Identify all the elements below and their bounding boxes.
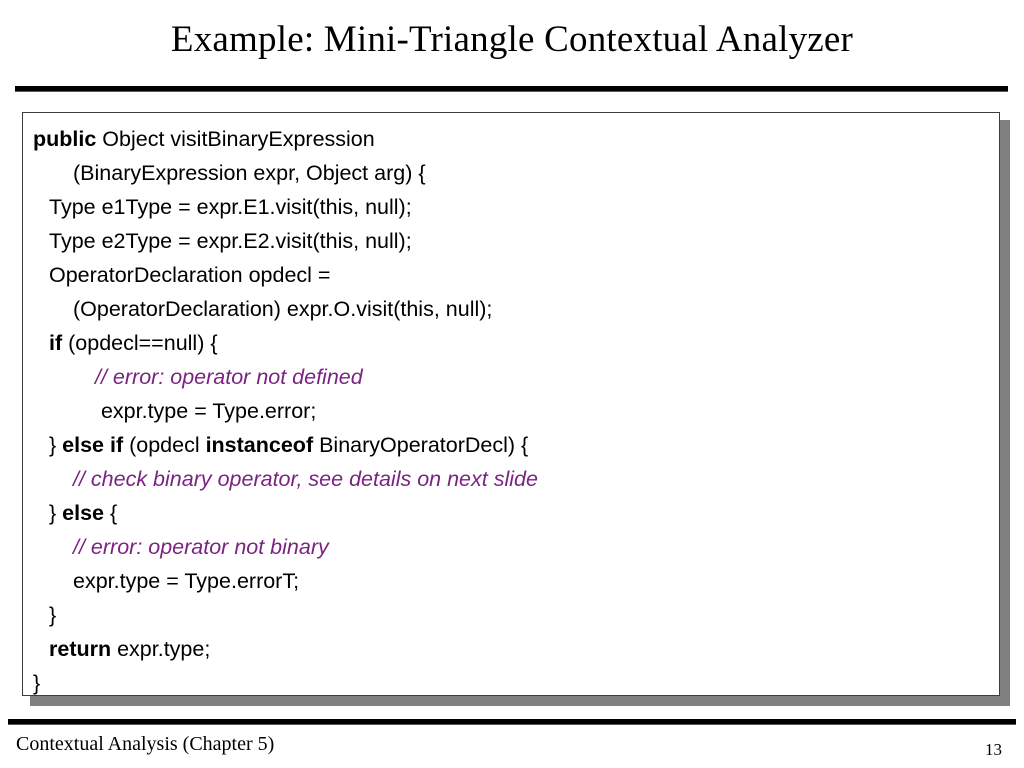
code-token-plain: Object visitBinaryExpression (96, 127, 375, 151)
code-line: Type e2Type = expr.E2.visit(this, null); (33, 224, 993, 258)
code-token-plain: } (49, 433, 63, 457)
code-panel: public Object visitBinaryExpression (Bina… (22, 112, 1000, 696)
code-token-keyword: else (62, 501, 105, 525)
code-line: } (33, 666, 993, 700)
code-token-plain: (BinaryExpression expr, Object arg) { (73, 161, 426, 185)
footer-label: Contextual Analysis (Chapter 5) (16, 733, 275, 755)
code-line: // check binary operator, see details on… (33, 462, 993, 496)
code-line: expr.type = Type.errorT; (33, 564, 993, 598)
code-line: return expr.type; (33, 632, 993, 666)
code-token-comment: // error: operator not defined (95, 365, 363, 389)
code-token-keyword: instanceof (205, 433, 314, 457)
code-token-plain: OperatorDeclaration opdecl = (49, 263, 331, 287)
code-line: expr.type = Type.error; (33, 394, 993, 428)
code-line: OperatorDeclaration opdecl = (33, 258, 993, 292)
code-token-comment: // error: operator not binary (73, 535, 329, 559)
code-token-plain: Type e2Type = expr.E2.visit(this, null); (49, 229, 412, 253)
page-title: Example: Mini-Triangle Contextual Analyz… (170, 19, 854, 60)
code-token-plain: BinaryOperatorDecl) { (313, 433, 529, 457)
code-token-plain: } (49, 501, 63, 525)
code-line: // error: operator not defined (33, 360, 993, 394)
code-token-plain: } (33, 671, 41, 695)
code-token-keyword: return (49, 637, 112, 661)
code-line: } (33, 598, 993, 632)
code-token-plain: (OperatorDeclaration) expr.O.visit(this,… (73, 297, 493, 321)
code-line: if (opdecl==null) { (33, 326, 993, 360)
title-divider (15, 86, 1008, 92)
code-token-keyword: else if (62, 433, 124, 457)
code-line: } else if (opdecl instanceof BinaryOpera… (33, 428, 993, 462)
code-token-plain: expr.type = Type.errorT; (73, 569, 300, 593)
code-token-plain: (opdecl (123, 433, 206, 457)
code-token-plain: (opdecl==null) { (62, 331, 218, 355)
footer-divider (8, 719, 1016, 725)
code-token-keyword: if (49, 331, 63, 355)
code-line: (OperatorDeclaration) expr.O.visit(this,… (33, 292, 993, 326)
code-token-plain: { (104, 501, 118, 525)
code-line: public Object visitBinaryExpression (33, 122, 993, 156)
code-line: Type e1Type = expr.E1.visit(this, null); (33, 190, 993, 224)
code-token-plain: Type e1Type = expr.E1.visit(this, null); (49, 195, 412, 219)
code-token-plain: expr.type; (111, 637, 211, 661)
code-token-keyword: public (33, 127, 97, 151)
page-number: 13 (985, 740, 1002, 759)
code-listing: public Object visitBinaryExpression (Bina… (33, 122, 993, 700)
code-line: } else { (33, 496, 993, 530)
code-line: // error: operator not binary (33, 530, 993, 564)
code-token-plain: } (49, 603, 57, 627)
code-token-comment: // check binary operator, see details on… (73, 467, 538, 491)
code-line: (BinaryExpression expr, Object arg) { (33, 156, 993, 190)
code-token-plain: expr.type = Type.error; (95, 399, 317, 423)
